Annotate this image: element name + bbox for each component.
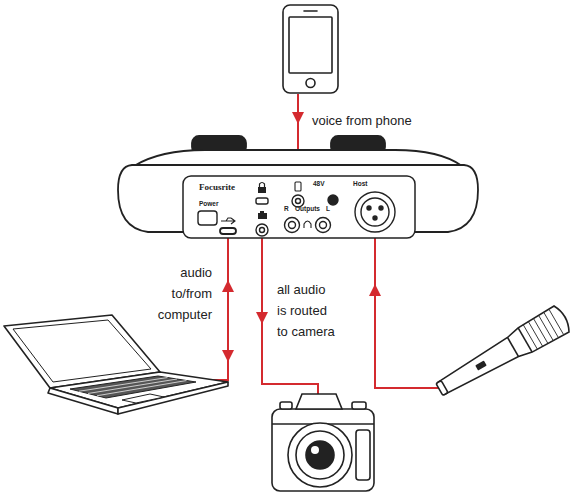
camera-illustration	[272, 394, 374, 491]
microphone-illustration	[518, 328, 532, 352]
camera-illustration	[352, 402, 366, 409]
laptop-illustration	[79, 378, 168, 392]
signal-label: all audio is routed to camera	[277, 279, 337, 342]
panel-controls	[355, 192, 395, 232]
microphone-illustration	[508, 337, 519, 356]
laptop-illustration	[70, 376, 196, 398]
panel-controls	[316, 218, 331, 233]
microphone-illustration	[549, 310, 563, 334]
laptop-illustration	[97, 381, 187, 396]
microphone-illustration	[523, 325, 537, 349]
panel-controls	[258, 213, 267, 219]
laptop-illustration	[4, 315, 228, 414]
microphone-illustration	[435, 304, 573, 401]
camera-illustration	[296, 431, 344, 479]
panel-controls	[367, 206, 371, 210]
microphone-illustration	[544, 313, 558, 337]
panel-controls	[220, 228, 236, 234]
panel-controls	[295, 182, 301, 191]
panel-controls	[289, 222, 296, 229]
panel-controls	[256, 224, 268, 236]
laptop-illustration	[88, 379, 177, 394]
signal-arrows	[375, 234, 440, 388]
camera-illustration	[296, 394, 342, 409]
camera-illustration	[311, 446, 319, 454]
panel-controls	[260, 228, 265, 233]
panel-controls	[256, 198, 268, 204]
panel-controls	[258, 187, 266, 193]
arrow-heads	[222, 350, 234, 362]
interface-body	[183, 176, 415, 238]
panel-label: 48V	[313, 180, 325, 188]
microphone-illustration	[432, 304, 573, 402]
panel-label: Power	[199, 200, 219, 208]
panel-label: Outputs	[295, 205, 320, 213]
panel-label: Host	[353, 180, 367, 188]
microphone-illustration	[523, 310, 563, 349]
phone-illustration	[283, 5, 338, 93]
interface-body	[118, 165, 478, 232]
interface-body	[118, 136, 478, 238]
panel-controls	[361, 198, 389, 226]
laptop-illustration	[13, 320, 151, 382]
phone-illustration	[289, 17, 332, 73]
arrow-heads	[256, 312, 268, 324]
panel-controls	[296, 199, 301, 204]
panel-controls	[221, 218, 235, 224]
laptop-illustration	[122, 394, 164, 403]
laptop-illustration	[79, 378, 187, 396]
panel-label: L	[326, 205, 330, 213]
camera-illustration	[288, 423, 352, 487]
panel-controls	[304, 221, 311, 228]
phone-illustration	[283, 5, 338, 93]
brand-label: Focusrite	[199, 182, 235, 193]
panel-controls	[379, 206, 383, 210]
panel-controls	[198, 182, 395, 236]
microphone-illustration	[529, 322, 543, 346]
panel-controls	[260, 211, 264, 213]
panel-label: R	[284, 205, 289, 213]
microphone-illustration	[436, 380, 448, 395]
camera-illustration	[306, 441, 334, 469]
panel-controls	[260, 183, 265, 188]
camera-illustration	[272, 409, 374, 491]
camera-illustration	[356, 430, 370, 480]
signal-arrows	[172, 94, 440, 394]
arrow-heads	[292, 112, 304, 124]
arrow-heads	[369, 284, 381, 296]
camera-illustration	[280, 402, 292, 409]
panel-controls	[198, 211, 217, 225]
microphone-illustration	[475, 360, 487, 370]
phone-illustration	[304, 10, 317, 12]
microphone-illustration	[534, 319, 548, 343]
microphone-illustration	[539, 316, 553, 340]
panel-controls	[285, 218, 300, 233]
arrow-heads	[222, 280, 234, 292]
interface-body	[134, 150, 462, 166]
signal-label: voice from phone	[312, 113, 412, 129]
panel-controls	[328, 195, 338, 205]
panel-controls	[320, 222, 327, 229]
signal-label: audio to/from computer	[150, 262, 212, 325]
panel-controls	[373, 216, 377, 220]
phone-illustration	[306, 79, 315, 88]
